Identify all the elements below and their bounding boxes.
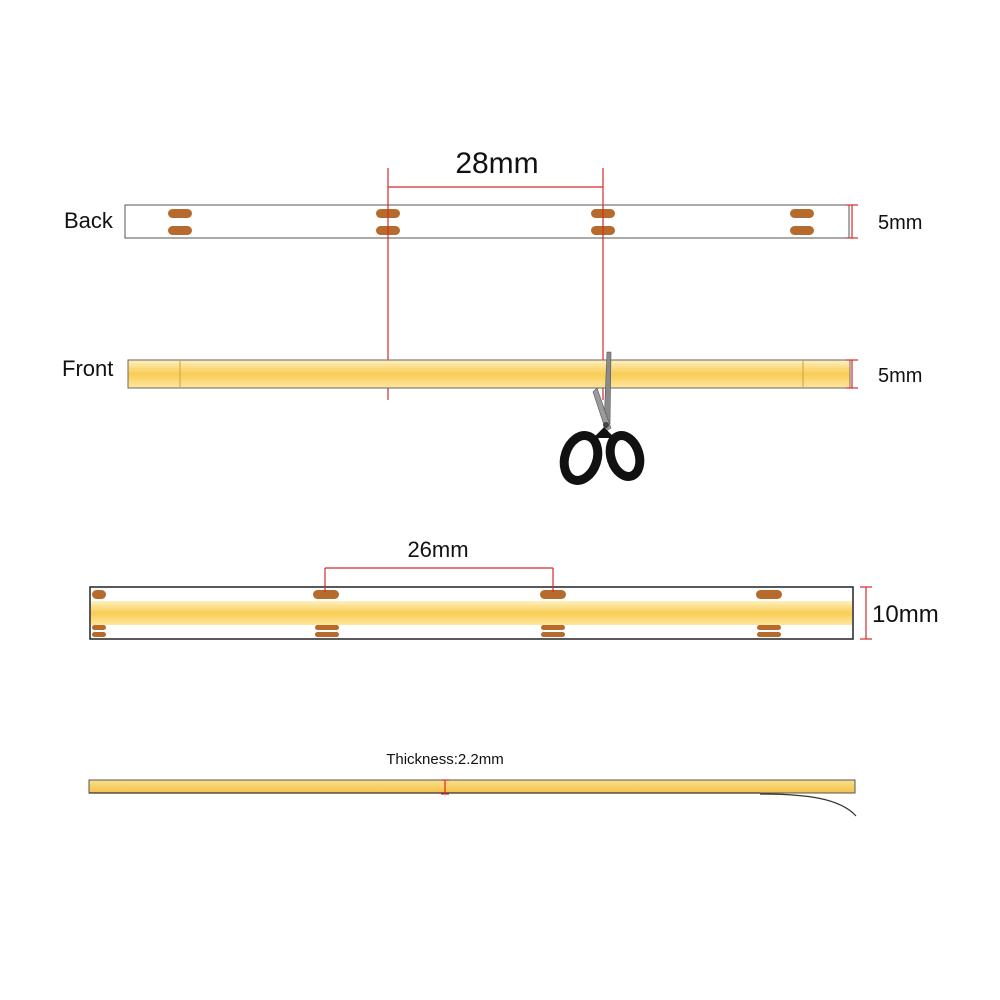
pitch-26mm-dimension — [324, 567, 554, 592]
front-width-label: 5mm — [878, 365, 922, 387]
back-strip — [124, 204, 850, 239]
wide-top-pads — [92, 590, 782, 599]
pitch-26mm-label: 26mm — [407, 537, 468, 562]
solder-pad — [756, 590, 782, 599]
solder-pad — [168, 209, 192, 218]
back-strip-group: Back — [64, 204, 850, 239]
front-width-dimension — [846, 359, 858, 389]
solder-pad — [790, 209, 814, 218]
adhesive-backing-peel — [759, 793, 857, 817]
wide-bottom-pads — [92, 625, 781, 637]
wide-width-label: 10mm — [872, 601, 939, 628]
front-label: Front — [62, 356, 113, 381]
thickness-label: Thickness:2.2mm — [386, 751, 504, 768]
wide-led-band — [91, 601, 852, 625]
solder-pad — [790, 226, 814, 235]
solder-pad — [168, 226, 192, 235]
side-profile-strip — [88, 779, 856, 794]
thickness-dimension — [441, 779, 449, 795]
back-width-label: 5mm — [878, 212, 922, 234]
solder-pad — [313, 590, 339, 599]
solder-pad — [540, 590, 566, 599]
front-led-strip — [127, 359, 851, 389]
back-label: Back — [64, 208, 114, 233]
wide-strip-group — [89, 586, 854, 640]
solder-pad — [92, 590, 106, 599]
thickness-strip-group — [88, 779, 857, 817]
front-strip-group: Front — [62, 356, 851, 389]
wide-width-dimension — [860, 586, 872, 640]
front-segment-marks — [179, 360, 804, 388]
back-width-dimension — [846, 204, 858, 239]
pitch-28mm-label: 28mm — [455, 147, 538, 180]
scissors-icon — [559, 351, 645, 485]
